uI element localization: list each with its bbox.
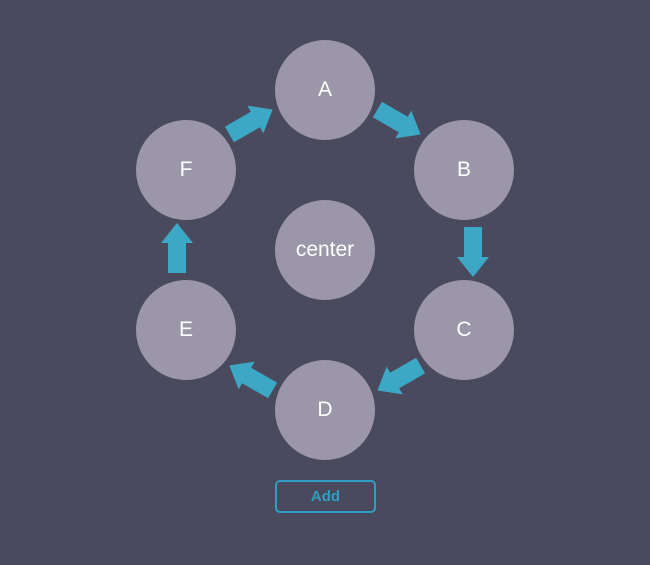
arrow-f-to-a: [224, 105, 273, 143]
arrow-b-to-c: [457, 227, 489, 277]
node-c-label: C: [456, 318, 472, 341]
node-e: E: [136, 280, 236, 380]
arrow-e-to-f: [161, 223, 193, 273]
arrow-d-to-e: [229, 361, 278, 399]
arrow-c-to-d: [377, 357, 426, 395]
node-a-label: A: [317, 78, 332, 101]
arrow-a-to-b: [372, 101, 421, 139]
node-center-label: center: [295, 238, 355, 261]
node-d-label: D: [317, 398, 333, 421]
node-f-label: F: [179, 158, 193, 181]
node-b-label: B: [456, 158, 471, 181]
node-a: A: [275, 40, 375, 140]
node-center: center: [275, 200, 375, 300]
add-button[interactable]: Add: [275, 480, 376, 513]
node-b: B: [414, 120, 514, 220]
node-f: F: [136, 120, 236, 220]
node-d: D: [275, 360, 375, 460]
node-c: C: [414, 280, 514, 380]
node-e-label: E: [178, 318, 193, 341]
